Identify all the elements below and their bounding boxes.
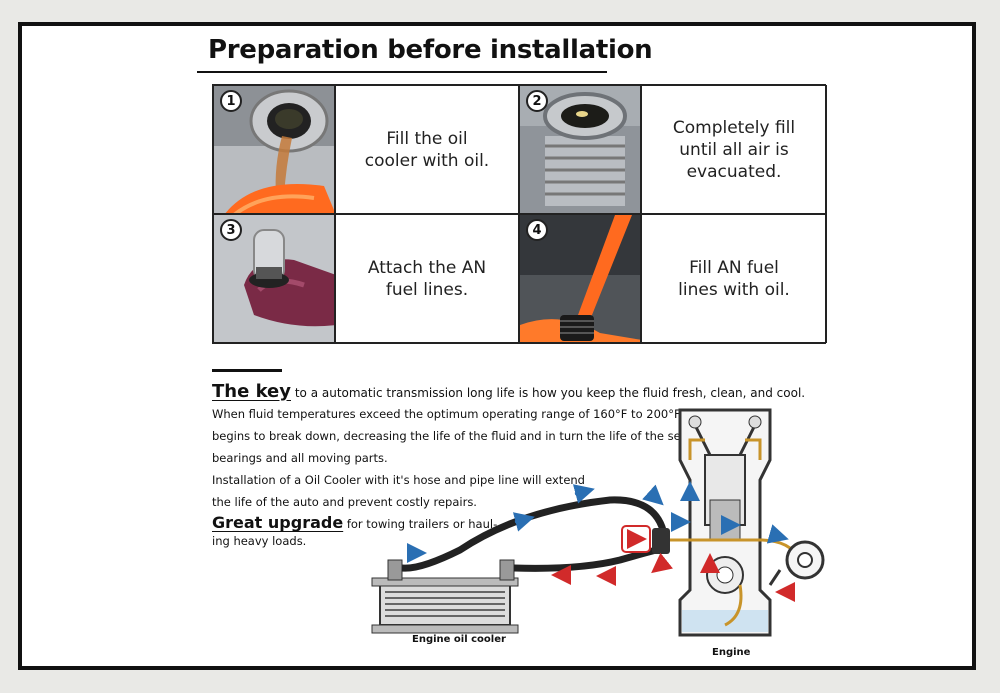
step-1-text: Fill the oil cooler with oil.: [335, 85, 519, 214]
step-4-text: Fill AN fuel lines with oil.: [641, 214, 827, 343]
body-line: bearings and all moving parts.: [212, 451, 388, 465]
page-title: Preparation before installation: [208, 35, 653, 65]
body-line: the life of the auto and prevent costly …: [212, 495, 477, 509]
step-1-number: 1: [220, 90, 242, 112]
oil-cooler-diagram: Engine oil cooler Engine: [371, 408, 825, 658]
key-rest: to a automatic transmission long life is…: [294, 386, 806, 400]
section-divider: [212, 369, 282, 372]
step-3-number: 3: [220, 219, 242, 241]
preparation-steps-grid: 1 Fill the oil cooler with oil. 2 Comple…: [212, 84, 827, 344]
step-2-text: Completely fill until all air is evacuat…: [641, 85, 827, 214]
step-4-photo: 4: [519, 214, 641, 343]
step-1-photo: 1: [213, 85, 335, 214]
step-2-photo: 2: [519, 85, 641, 214]
body-line: When fluid temperatures exceed the optim…: [212, 407, 692, 421]
upgrade-paragraph: Great upgrade for towing trailers or hau…: [212, 514, 497, 550]
engine-icon: [678, 408, 772, 637]
upgrade-rest-2: ing heavy loads.: [212, 534, 307, 548]
step-3-photo: 3: [213, 214, 335, 343]
title-underline: [197, 71, 607, 73]
upgrade-rest-1: for towing trailers or haul-: [346, 517, 498, 531]
step-3-text: Attach the AN fuel lines.: [335, 214, 519, 343]
oil-cooler-icon: [371, 559, 519, 634]
body-line: Installation of a Oil Cooler with it's h…: [212, 473, 585, 487]
upgrade-heading: Great upgrade: [212, 513, 344, 532]
engine-label: Engine: [712, 647, 751, 658]
body-line: begins to break down, decreasing the lif…: [212, 429, 701, 443]
cooler-label: Engine oil cooler: [412, 634, 506, 645]
key-heading: The key: [212, 381, 291, 402]
step-2-number: 2: [526, 90, 548, 112]
body-text: When fluid temperatures exceed the optim…: [212, 403, 701, 513]
step-4-number: 4: [526, 219, 548, 241]
key-paragraph: The key to a automatic transmission long…: [212, 381, 805, 402]
